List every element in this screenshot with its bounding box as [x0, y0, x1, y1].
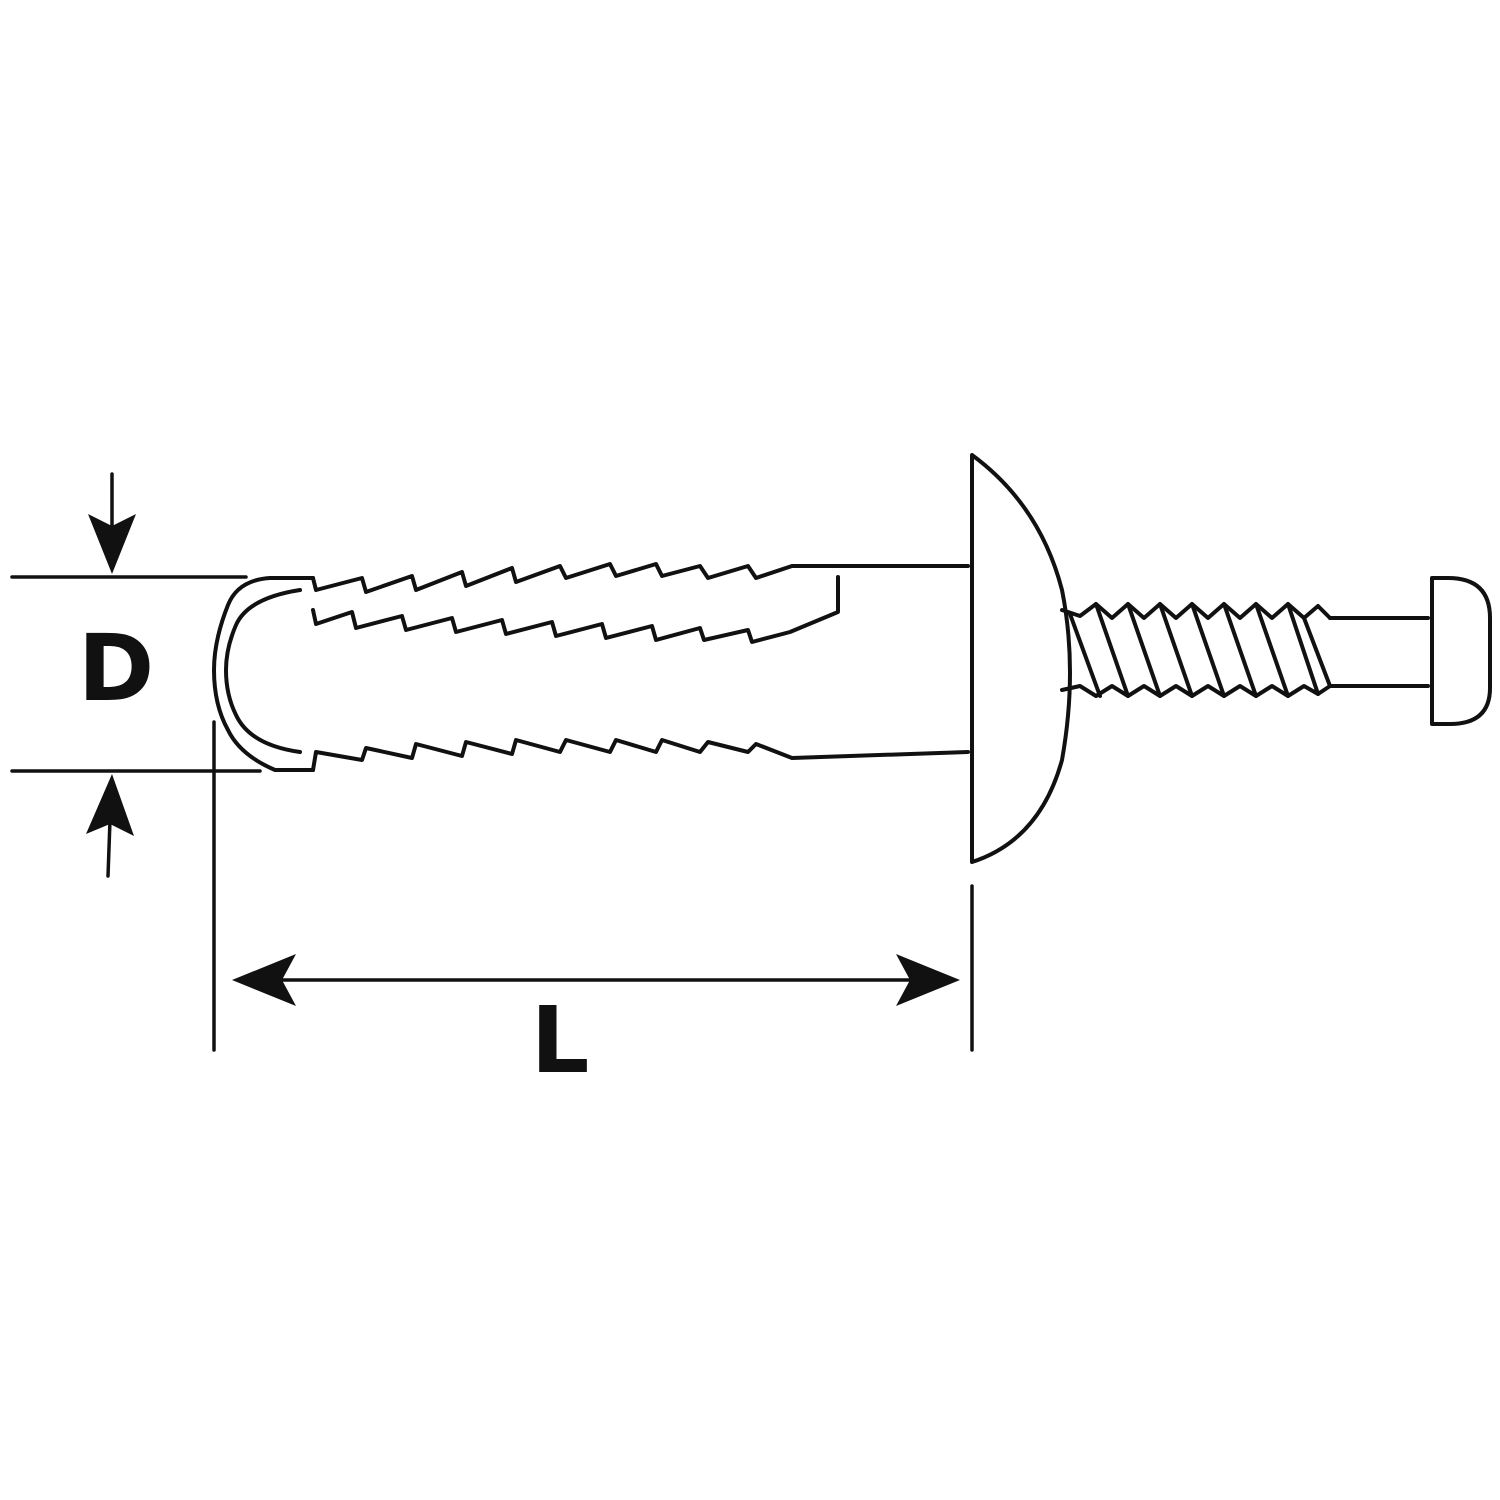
diameter-arrow-top-head: [88, 514, 136, 574]
diameter-arrow-bottom-shaft: [106, 818, 112, 878]
plug-top-serration: [311, 562, 970, 594]
length-label: L: [531, 987, 590, 1094]
screw: [1060, 576, 1492, 726]
plug-collar: [970, 453, 1072, 864]
screw-thread-crests: [1068, 602, 1332, 698]
wall-plug: [212, 562, 970, 772]
screw-head: [1430, 576, 1492, 726]
plug-bottom-serration: [311, 738, 970, 772]
screw-thread-outline-bottom: [1060, 684, 1332, 698]
plug-inner-serration: [311, 575, 840, 644]
plug-tip: [212, 576, 315, 772]
plug-tip-inner: [224, 588, 302, 754]
diameter-label: D: [78, 615, 154, 722]
length-arrow-right-head: [896, 954, 960, 1006]
diameter-dimension: D: [10, 472, 262, 878]
diameter-arrow-bottom-head: [86, 774, 134, 836]
length-dimension: L: [212, 720, 974, 1094]
length-arrow-left-head: [232, 954, 296, 1006]
screw-shank: [1328, 616, 1430, 688]
collar-dome: [970, 453, 1072, 864]
